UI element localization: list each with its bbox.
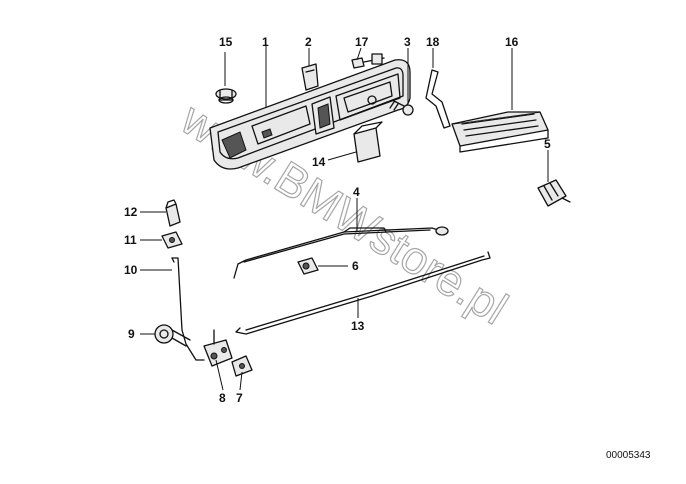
callout-1: 1 (262, 35, 269, 49)
callout-6: 6 (352, 259, 359, 273)
clip-part-5 (537, 179, 571, 207)
callout-13: 13 (351, 319, 365, 333)
cover-part-14 (353, 121, 383, 163)
ashtray-part-16 (451, 111, 549, 153)
callout-11: 11 (124, 233, 137, 247)
rod-part-13 (235, 251, 491, 335)
clip-part-7 (231, 355, 253, 377)
callout-15: 15 (219, 35, 233, 49)
callout-18: 18 (426, 35, 440, 49)
door-handle-trim (209, 59, 411, 170)
callout-10: 10 (124, 263, 138, 277)
callout-14: 14 (312, 155, 326, 169)
grommet-part-6 (297, 257, 319, 275)
callout-5: 5 (544, 137, 551, 151)
rod-part-4 (233, 226, 449, 279)
callout-16: 16 (505, 35, 519, 49)
leader-lines (140, 44, 549, 391)
callout-3: 3 (404, 35, 411, 49)
callout-2: 2 (305, 35, 312, 49)
screw-part-3 (389, 99, 414, 116)
callout-9: 9 (128, 327, 135, 341)
rod-part-10 (171, 257, 205, 361)
lever-part-8 (203, 329, 233, 367)
callout-12: 12 (124, 205, 138, 219)
callout-8: 8 (219, 391, 226, 405)
adjuster-part-12 (165, 199, 181, 227)
spring-bracket-18 (425, 69, 451, 129)
clip-part-11 (161, 231, 183, 249)
clip-part-2 (301, 63, 319, 91)
knob-part-9 (154, 324, 191, 347)
callout-4: 4 (353, 185, 360, 199)
screw-part-17 (351, 53, 385, 69)
callout-17: 17 (355, 35, 369, 49)
document-number: 00005343 (606, 450, 651, 461)
plug-part-15 (215, 88, 237, 104)
callout-7: 7 (236, 391, 243, 405)
